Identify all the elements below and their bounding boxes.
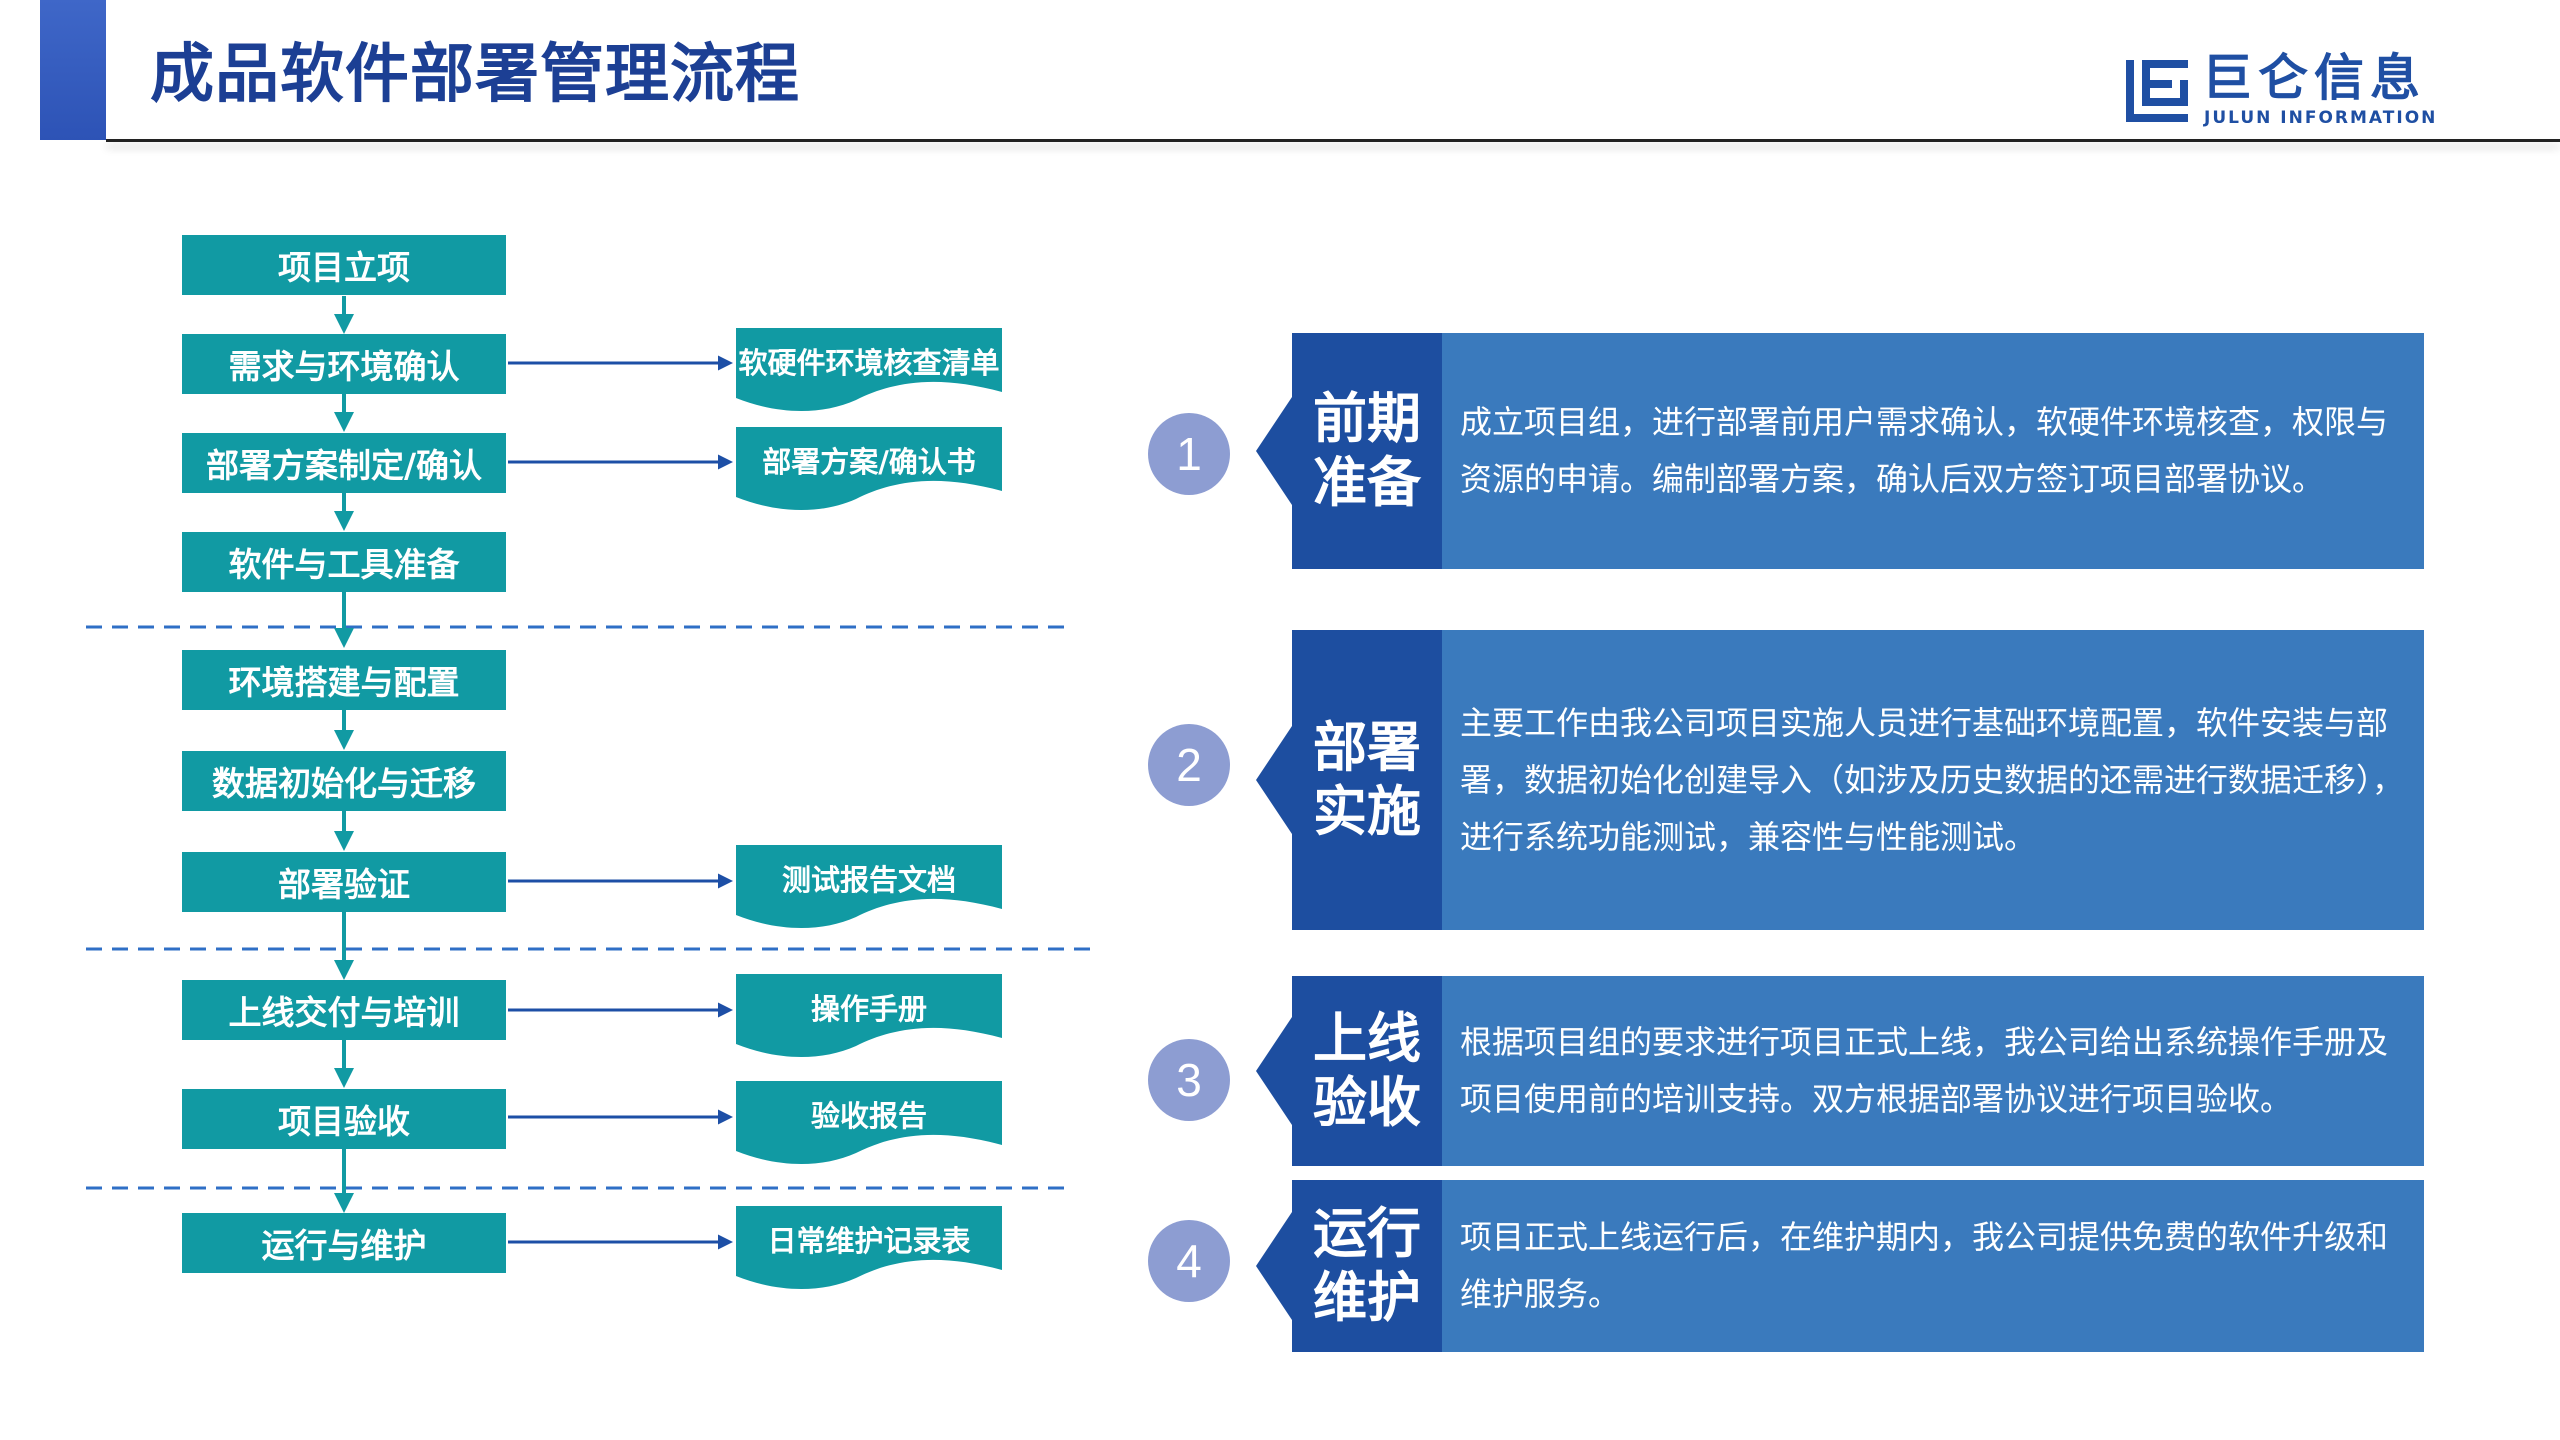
logo-english-name: JULUN INFORMATION [2204, 108, 2438, 128]
flow-step-software-preparation: 软件与工具准备 [182, 532, 506, 592]
phase-description-box: 根据项目组的要求进行项目正式上线，我公司给出系统操作手册及项目使用前的培训支持。… [1442, 976, 2424, 1166]
phase-title: 前期准备 [1313, 387, 1421, 514]
document-label: 日常维护记录表 [767, 1224, 971, 1258]
document-shape [736, 1081, 1002, 1165]
phase-description: 成立项目组，进行部署前用户需求确认，软硬件环境核查，权限与资源的申请。编制部署方… [1460, 403, 2389, 498]
document-maintenance-log: 日常维护记录表 [736, 1206, 1002, 1292]
phase-card-implementation: 部署实施 主要工作由我公司项目实施人员进行基础环境配置，软件安装与部署，数据初始… [1256, 630, 2424, 930]
phase-number-4: 4 [1148, 1220, 1230, 1302]
phase-title-box: 运行维护 [1292, 1180, 1442, 1352]
phase-card-pointer [1256, 397, 1292, 505]
flow-step-requirement-confirmation: 需求与环境确认 [182, 334, 506, 394]
document-shape [736, 427, 1002, 511]
document-label: 部署方案/确认书 [762, 445, 976, 479]
header-accent-bar [40, 0, 106, 140]
julun-logo-icon [2126, 60, 2188, 122]
phase-description-box: 项目正式上线运行后，在维护期内，我公司提供免费的软件升级和维护服务。 [1442, 1180, 2424, 1352]
phase-title-box: 部署实施 [1292, 630, 1442, 930]
page-title: 成品软件部署管理流程 [150, 38, 800, 112]
flow-step-data-initialization: 数据初始化与迁移 [182, 751, 506, 811]
phase-number-1: 1 [1148, 413, 1230, 495]
phase-description-box: 主要工作由我公司项目实施人员进行基础环境配置，软件安装与部署，数据初始化创建导入… [1442, 630, 2424, 930]
document-shape [736, 328, 1002, 412]
logo-chinese-name: 巨仑信息 [2202, 49, 2426, 107]
flow-step-environment-setup: 环境搭建与配置 [182, 650, 506, 710]
document-deployment-plan: 部署方案/确认书 [736, 427, 1002, 513]
phase-description: 项目正式上线运行后，在维护期内，我公司提供免费的软件升级和维护服务。 [1460, 1218, 2389, 1313]
document-label: 软硬件环境核查清单 [738, 346, 1000, 380]
phase-card-acceptance: 上线验收 根据项目组的要求进行项目正式上线，我公司给出系统操作手册及项目使用前的… [1256, 976, 2424, 1166]
phase-number-3: 3 [1148, 1039, 1230, 1121]
phase-title-box: 上线验收 [1292, 976, 1442, 1166]
phase-card-pointer [1256, 726, 1292, 834]
flow-step-operation-maintenance: 运行与维护 [182, 1213, 506, 1273]
phase-card-preparation: 前期准备 成立项目组，进行部署前用户需求确认，软硬件环境核查，权限与资源的申请。… [1256, 333, 2424, 569]
header-divider [106, 139, 2560, 142]
phase-title-box: 前期准备 [1292, 333, 1442, 569]
flow-step-deployment-verification: 部署验证 [182, 852, 506, 912]
flow-step-project-initiation: 项目立项 [182, 235, 506, 295]
flow-step-deployment-plan: 部署方案制定/确认 [182, 433, 506, 493]
phase-number-2: 2 [1148, 724, 1230, 806]
flow-step-project-acceptance: 项目验收 [182, 1089, 506, 1149]
document-shape [736, 845, 1002, 929]
phase-title: 上线验收 [1313, 1007, 1421, 1134]
phase-title: 部署实施 [1313, 716, 1421, 843]
phase-card-pointer [1256, 1212, 1292, 1320]
phase-card-pointer [1256, 1017, 1292, 1125]
document-environment-checklist: 软硬件环境核查清单 [736, 328, 1002, 414]
document-label: 验收报告 [810, 1099, 927, 1133]
document-label: 测试报告文档 [781, 863, 956, 897]
phase-description-box: 成立项目组，进行部署前用户需求确认，软硬件环境核查，权限与资源的申请。编制部署方… [1442, 333, 2424, 569]
phase-card-maintenance: 运行维护 项目正式上线运行后，在维护期内，我公司提供免费的软件升级和维护服务。 [1256, 1180, 2424, 1352]
document-test-report: 测试报告文档 [736, 845, 1002, 931]
document-label: 操作手册 [810, 992, 927, 1026]
phase-description: 根据项目组的要求进行项目正式上线，我公司给出系统操作手册及项目使用前的培训支持。… [1460, 1023, 2389, 1118]
document-acceptance-report: 验收报告 [736, 1081, 1002, 1167]
phase-description: 主要工作由我公司项目实施人员进行基础环境配置，软件安装与部署，数据初始化创建导入… [1460, 703, 2405, 856]
document-shape [736, 974, 1002, 1058]
phase-title: 运行维护 [1313, 1202, 1421, 1329]
document-shape [736, 1206, 1002, 1290]
company-logo: 巨仑信息 JULUN INFORMATION [2124, 48, 2444, 132]
flow-step-delivery-training: 上线交付与培训 [182, 980, 506, 1040]
document-operation-manual: 操作手册 [736, 974, 1002, 1060]
